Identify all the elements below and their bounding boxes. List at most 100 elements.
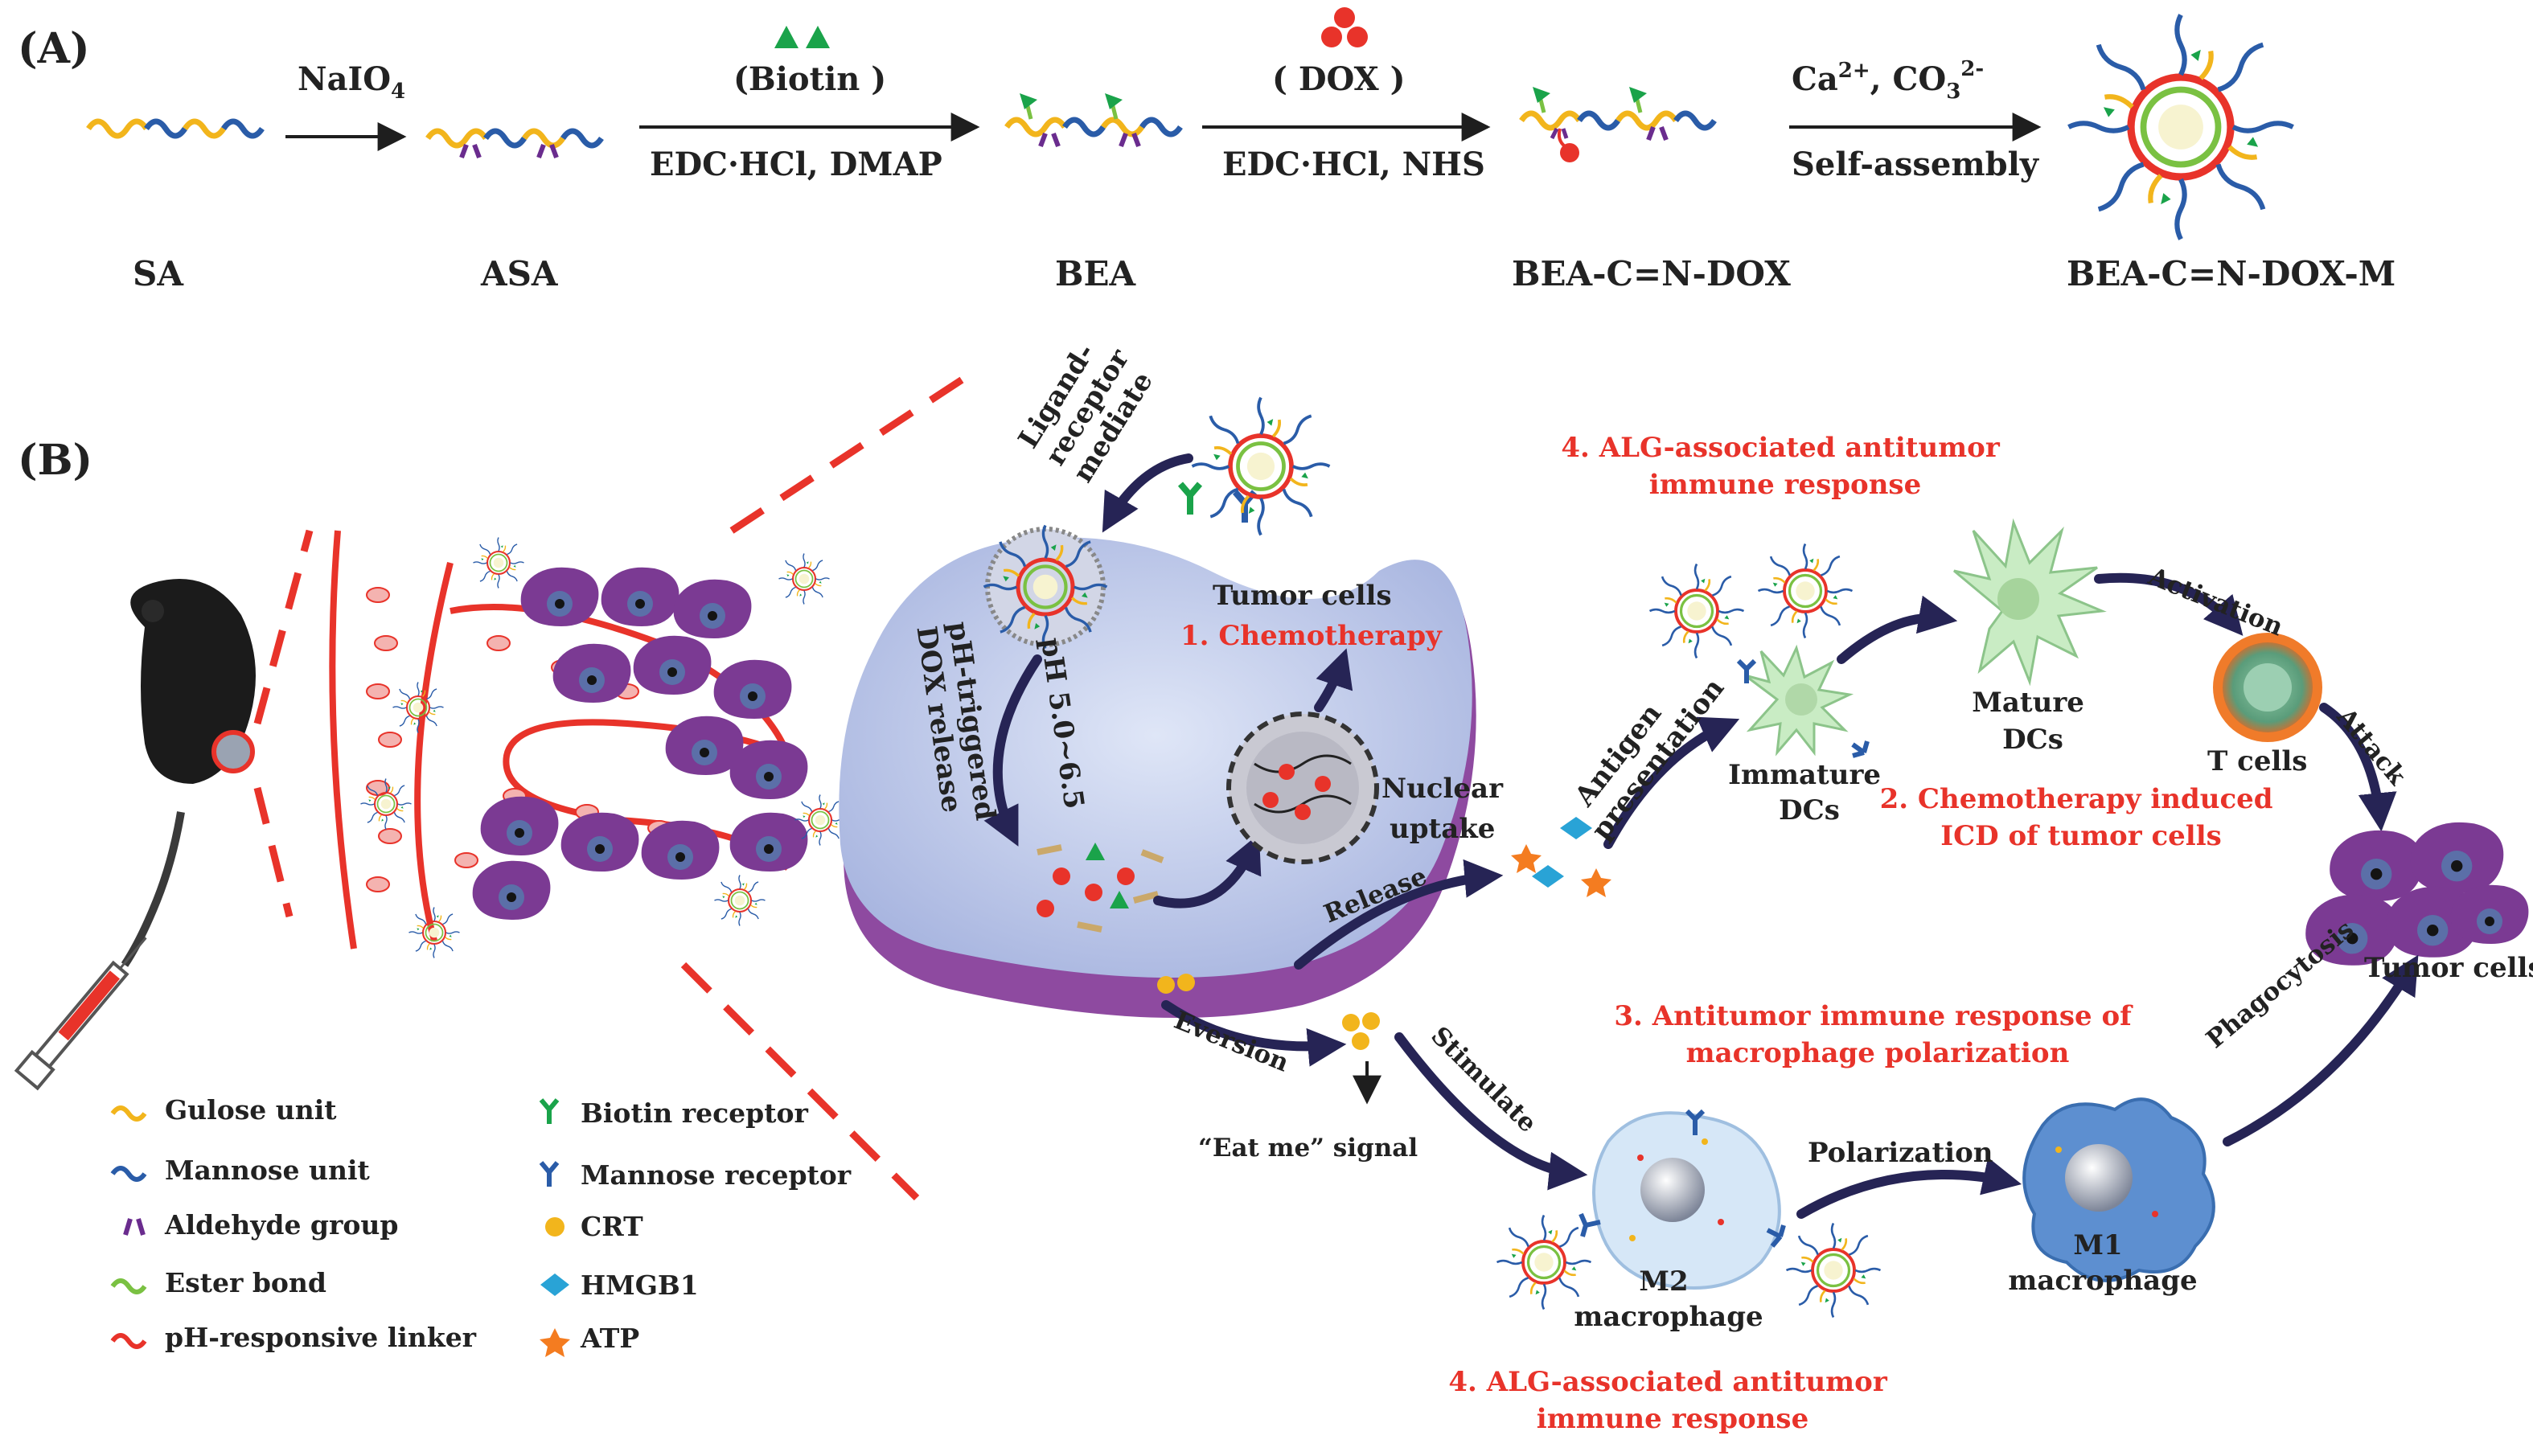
zoom-line-bottom-left xyxy=(253,786,294,918)
svg-text:HMGB1: HMGB1 xyxy=(581,1269,699,1301)
blood-vessel-illustration xyxy=(329,530,794,949)
nuclear-uptake-arrow xyxy=(1153,833,1262,908)
t-cells-label: T cells xyxy=(2207,745,2307,777)
alg-top-label: 4. ALG-associated antitumor immune respo… xyxy=(1561,432,2009,501)
step2-top: (Biotin ) xyxy=(733,60,886,98)
panel-a-label: (A) xyxy=(18,24,90,73)
biotin-receptor-icon xyxy=(1177,482,1203,515)
svg-text:Ester bond: Ester bond xyxy=(165,1267,326,1298)
label-bea-dox: BEA-C=N-DOX xyxy=(1512,254,1791,293)
sa-chain-icon xyxy=(86,118,265,139)
m2-label: M2 macrophage xyxy=(1574,1265,1763,1333)
ligand-uptake-arrow xyxy=(1102,453,1193,533)
legend: Gulose unit Mannose unit Aldehyde group … xyxy=(110,1094,852,1357)
bea-dox-chain-icon xyxy=(1519,87,1717,162)
maturation-arrow xyxy=(1837,595,1958,664)
mouse-illustration xyxy=(121,579,256,967)
legend-aldehyde: Aldehyde group xyxy=(123,1209,398,1241)
release-arrow xyxy=(1294,859,1504,970)
legend-crt: CRT xyxy=(545,1211,643,1242)
hmgb1-atp-group xyxy=(1511,817,1611,897)
svg-text:Biotin receptor: Biotin receptor xyxy=(581,1097,808,1129)
zoom-line-bottom-right xyxy=(680,962,920,1201)
step3-bottom: EDC·HCl, NHS xyxy=(1222,146,1485,183)
svg-text:Mannose unit: Mannose unit xyxy=(165,1155,370,1186)
nuclear-uptake-label: Nuclear uptake xyxy=(1381,773,1513,845)
panel-b-label: (B) xyxy=(18,436,92,485)
crt-dots-cell xyxy=(1157,974,1195,994)
legend-biotin-receptor: Biotin receptor xyxy=(539,1097,808,1129)
immature-dcs-label: Immature DCs xyxy=(1728,759,1891,826)
step4-bottom: Self-assembly xyxy=(1792,146,2040,183)
phagocytosis-arrow xyxy=(2223,954,2419,1146)
step1-reagent: NaIO4 xyxy=(298,60,405,104)
stimulate-label: Stimulate xyxy=(1425,1021,1542,1138)
dc-micelle-1 xyxy=(1648,562,1746,660)
activation-arrow xyxy=(2094,572,2244,636)
svg-text:Gulose unit: Gulose unit xyxy=(165,1094,337,1126)
alg-bottom-label: 4. ALG-associated antitumor immune respo… xyxy=(1448,1366,1896,1435)
m2-micelle-right xyxy=(1784,1221,1882,1319)
label-asa: ASA xyxy=(480,254,559,293)
released-dox-fragments xyxy=(1037,843,1164,933)
mature-dcs-label: Mature DCs xyxy=(1972,687,2093,756)
m2-micelle-left xyxy=(1495,1213,1593,1311)
chemotherapy-arrow xyxy=(1314,648,1353,712)
label-bea-dox-m: BEA-C=N-DOX-M xyxy=(2067,254,2395,293)
step3-top: ( DOX ) xyxy=(1272,60,1406,98)
antigen-presentation-arrow xyxy=(1603,716,1740,849)
svg-text:Mannose receptor: Mannose receptor xyxy=(581,1159,852,1191)
ligand-label: Ligand- receptor mediate xyxy=(1012,318,1168,488)
phagocytosis-label: Phagocytosis xyxy=(2201,915,2359,1054)
legend-hmgb1: HMGB1 xyxy=(540,1269,699,1301)
svg-text:pH-responsive linker: pH-responsive linker xyxy=(165,1322,477,1353)
dc-micelle-2 xyxy=(1756,542,1854,640)
m1-macrophage-icon xyxy=(2022,1097,2215,1282)
immature-dc-icon xyxy=(1736,644,1870,758)
approaching-micelle-icon xyxy=(1193,398,1330,535)
icd-label: 2. Chemotherapy induced ICD of tumor cel… xyxy=(1880,783,2283,852)
m1-label: M1 macrophage xyxy=(2008,1229,2197,1297)
syringe-illustration xyxy=(14,937,147,1091)
legend-gulose: Gulose unit xyxy=(110,1094,337,1126)
eversion-arrow xyxy=(1161,1000,1347,1067)
antigen-label: Antigen presentation xyxy=(1558,652,1730,847)
bea-chain-icon xyxy=(1004,93,1183,148)
biotin-triangles-icon xyxy=(774,26,830,48)
step2-bottom: EDC·HCl, DMAP xyxy=(650,146,942,183)
zoom-line-top-right xyxy=(729,367,979,534)
tumor-cells-title: Tumor cells xyxy=(1213,580,1392,612)
ph-release-arrow xyxy=(983,654,1042,847)
asa-chain-icon xyxy=(425,128,604,159)
stimulate-arrow xyxy=(1394,1032,1588,1191)
legend-mannose-receptor: Mannose receptor xyxy=(539,1159,852,1191)
macrophage-response-label: 3. Antitumor immune response of macropha… xyxy=(1614,1000,2141,1069)
attack-arrow xyxy=(2319,703,2397,832)
endosome-icon xyxy=(984,526,1107,649)
svg-text:Aldehyde group: Aldehyde group xyxy=(164,1209,398,1241)
tumor-tissue-cluster xyxy=(472,567,808,920)
m2-macrophage-icon xyxy=(1579,1109,1786,1290)
polarization-label: Polarization xyxy=(1808,1137,1993,1169)
svg-text:ATP: ATP xyxy=(580,1323,639,1354)
legend-atp: ATP xyxy=(540,1323,639,1357)
legend-mannose: Mannose unit xyxy=(110,1155,370,1186)
chemotherapy-label: 1. Chemotherapy xyxy=(1180,620,1443,652)
step4-top: Ca2+, CO32- xyxy=(1792,57,1984,104)
bea-dox-micelle-icon xyxy=(2069,15,2293,240)
tumor-cells-right-label: Tumor cells xyxy=(2364,952,2533,984)
label-bea: BEA xyxy=(1055,254,1137,293)
label-sa: SA xyxy=(133,254,184,293)
legend-ester: Ester bond xyxy=(110,1267,326,1298)
legend-linker: pH-responsive linker xyxy=(110,1322,477,1353)
polarization-arrow xyxy=(1796,1157,2022,1219)
crt-dots-surface xyxy=(1342,1012,1380,1050)
zoom-line-top-left xyxy=(253,529,314,725)
dox-spheres-icon xyxy=(1321,7,1368,47)
mature-dc-icon xyxy=(1953,518,2107,687)
nucleus-icon xyxy=(1226,712,1379,864)
eat-me-label: “Eat me” signal xyxy=(1198,1134,1418,1163)
activation-label: Activation xyxy=(2144,562,2287,642)
